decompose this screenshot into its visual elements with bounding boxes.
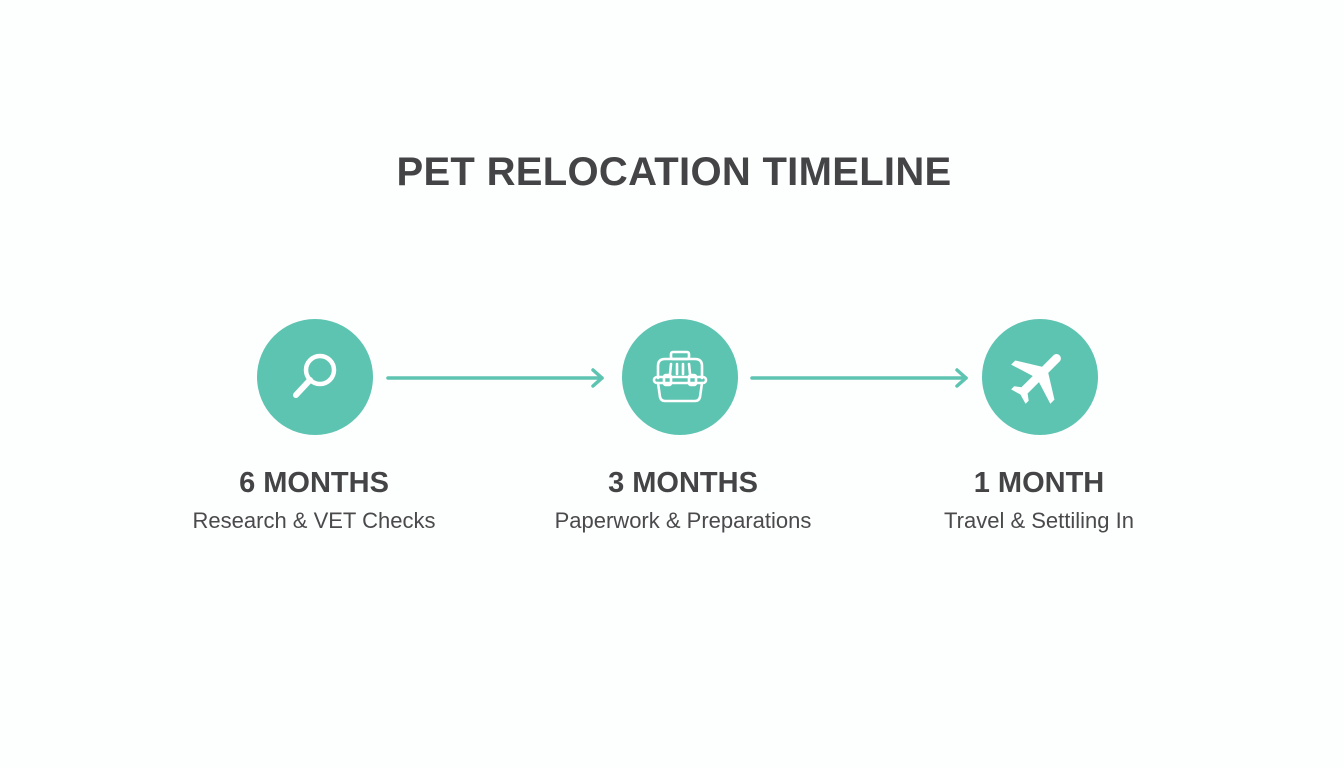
step-3-label: 1 MONTH Travel & Settiling In — [859, 466, 1219, 534]
step-3-description: Travel & Settiling In — [944, 508, 1134, 533]
airplane-icon — [1011, 354, 1061, 404]
step-3-icon-circle — [982, 319, 1098, 435]
step-2-description: Paperwork & Preparations — [554, 508, 812, 533]
arrow-connector-2 — [750, 368, 968, 388]
step-1-description: Research & VET Checks — [192, 508, 436, 533]
arrow-connector-1 — [386, 368, 604, 388]
page-title: PET RELOCATION TIMELINE — [396, 150, 952, 194]
step-2-label: 3 MONTHS Paperwork & Preparations — [503, 466, 863, 534]
pet-carrier-icon — [652, 350, 708, 403]
step-1-heading: 6 MONTHS — [239, 467, 389, 499]
step-1-icon-circle — [257, 319, 373, 435]
step-1-label: 6 MONTHS Research & VET Checks — [134, 466, 494, 534]
magnifying-glass-icon — [293, 353, 337, 398]
step-2-icon-circle — [622, 319, 738, 435]
step-2-heading: 3 MONTHS — [608, 467, 758, 499]
step-3-heading: 1 MONTH — [973, 467, 1105, 499]
